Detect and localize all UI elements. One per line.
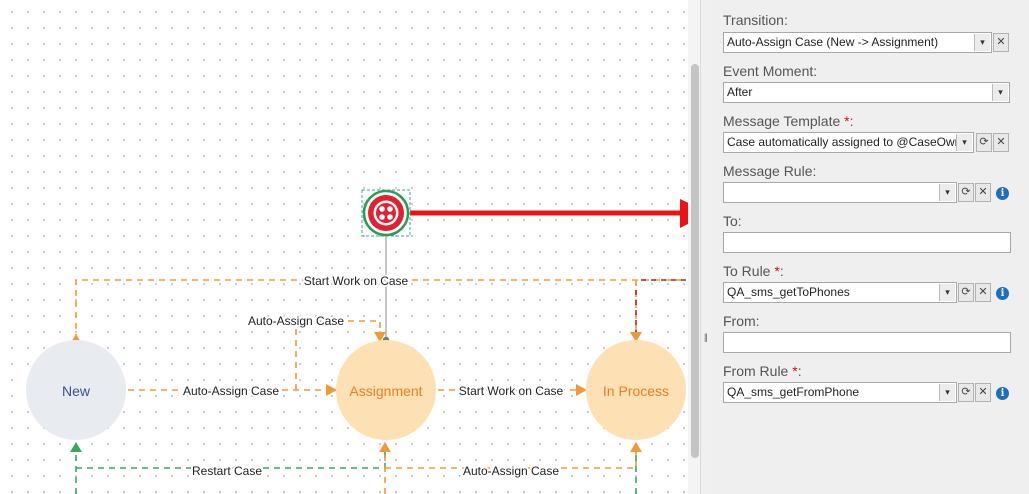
message-rule-refresh-button[interactable]: ⟳	[958, 183, 974, 202]
message-rule-info-icon[interactable]: i	[996, 187, 1009, 200]
message-template-value: Case automatically assigned to @CaseOwne…	[727, 135, 972, 149]
message-rule-clear-button[interactable]: ✕	[975, 183, 991, 202]
from-rule-label: From Rule *:	[723, 363, 802, 379]
transition-label: Transition:	[723, 12, 788, 28]
edge-bottom-arrowhead-inprocess	[630, 442, 642, 452]
edge-start-work-top-arrowhead	[630, 332, 642, 342]
to-rule-clear-button[interactable]: ✕	[975, 283, 991, 302]
label-colon: :	[849, 113, 854, 129]
node-new[interactable]	[26, 340, 126, 440]
from-rule-refresh-button[interactable]: ⟳	[958, 383, 974, 402]
from-rule-clear-button[interactable]: ✕	[975, 383, 991, 402]
event-moment-label: Event Moment:	[723, 63, 818, 79]
message-template-select[interactable]: Case automatically assigned to @CaseOwne…	[723, 132, 974, 153]
edge-red-incoming	[635, 279, 686, 336]
required-marker: *	[774, 263, 780, 279]
label-colon: :	[797, 363, 802, 379]
from-rule-value: QA_sms_getFromPhone	[727, 385, 860, 399]
required-marker: *	[792, 363, 798, 379]
chevron-down-icon[interactable]: ▾	[974, 34, 990, 51]
edge-restart-case-arrowhead	[70, 442, 82, 452]
node-in-process[interactable]	[586, 340, 686, 440]
message-template-label: Message Template *:	[723, 113, 853, 129]
from-rule-info-icon[interactable]: i	[996, 387, 1009, 400]
to-rule-refresh-button[interactable]: ⟳	[958, 283, 974, 302]
to-rule-info-icon[interactable]: i	[996, 287, 1009, 300]
edge-label-auto-assign-bottom[interactable]: Auto-Assign Case	[461, 462, 561, 480]
from-rule-select[interactable]: QA_sms_getFromPhone ▾	[723, 382, 957, 403]
message-template-clear-button[interactable]: ✕	[993, 133, 1009, 152]
chevron-down-icon[interactable]: ▾	[939, 384, 955, 401]
from-rule-label-text: From Rule	[723, 363, 789, 379]
edge-start-work-mid-arrowhead	[576, 384, 587, 396]
edge-label-restart-case[interactable]: Restart Case	[190, 462, 264, 480]
splitter-grip-icon[interactable]: ||	[704, 332, 708, 342]
transition-value: Auto-Assign Case (New -> Assignment)	[727, 35, 939, 49]
edge-label-auto-assign-loop[interactable]: Auto-Assign Case	[246, 312, 346, 330]
required-marker: *	[844, 113, 850, 129]
properties-panel: Transition: Auto-Assign Case (New -> Ass…	[711, 0, 1029, 494]
chevron-down-icon[interactable]: ▾	[956, 134, 972, 151]
twilio-logo-icon[interactable]	[361, 189, 411, 237]
edge-auto-assign-loop-arrowhead	[374, 332, 386, 342]
panel-splitter[interactable]	[700, 0, 711, 494]
message-rule-select[interactable]: ▾	[723, 182, 957, 203]
to-rule-value: QA_sms_getToPhones	[727, 285, 850, 299]
node-label-new: New	[62, 383, 91, 399]
edge-auto-assign-loop[interactable]	[295, 320, 381, 390]
workflow-canvas[interactable]: Start Work on Case Auto-Assign Case Auto…	[0, 0, 700, 494]
edge-label-start-work-top[interactable]: Start Work on Case	[302, 272, 411, 290]
canvas-scrollbar-thumb[interactable]	[691, 64, 699, 458]
edge-label-start-work-mid[interactable]: Start Work on Case	[457, 382, 566, 400]
from-label: From:	[723, 313, 760, 329]
workflow-diagram: Start Work on Case Auto-Assign Case Auto…	[26, 189, 700, 494]
event-moment-select[interactable]: After ▾	[723, 82, 1010, 103]
chevron-down-icon[interactable]: ▾	[939, 184, 955, 201]
from-input[interactable]	[723, 332, 1011, 353]
label-colon: :	[779, 263, 784, 279]
event-moment-value: After	[727, 85, 753, 99]
node-label-in-process: In Process	[603, 383, 669, 399]
chevron-down-icon[interactable]: ▾	[992, 84, 1008, 101]
message-template-label-text: Message Template	[723, 113, 841, 129]
message-template-refresh-button[interactable]: ⟳	[976, 133, 992, 152]
message-rule-label: Message Rule:	[723, 163, 817, 179]
edge-label-auto-assign-new[interactable]: Auto-Assign Case	[181, 382, 281, 400]
transition-clear-button[interactable]: ✕	[993, 33, 1009, 52]
to-input[interactable]	[723, 232, 1011, 253]
to-rule-select[interactable]: QA_sms_getToPhones ▾	[723, 282, 957, 303]
to-label: To:	[723, 213, 742, 229]
edge-bottom-arrowhead-assignment	[379, 442, 391, 452]
node-assignment[interactable]	[336, 340, 436, 440]
edge-auto-assign-new-arrowhead	[326, 384, 337, 396]
node-label-assignment: Assignment	[349, 383, 422, 399]
chevron-down-icon[interactable]: ▾	[939, 284, 955, 301]
transition-select[interactable]: Auto-Assign Case (New -> Assignment) ▾	[723, 32, 992, 53]
to-rule-label: To Rule *:	[723, 263, 784, 279]
to-rule-label-text: To Rule	[723, 263, 771, 279]
edge-start-work-top[interactable]	[75, 279, 686, 340]
